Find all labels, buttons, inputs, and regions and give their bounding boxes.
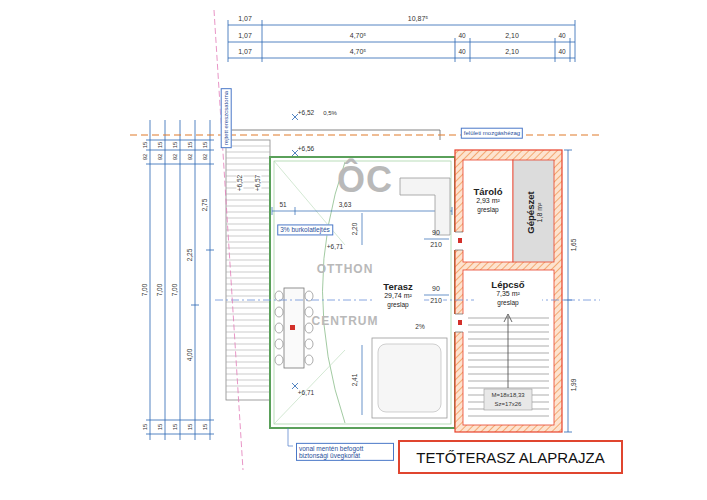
dimension-label: +6,56 [298, 145, 314, 152]
room-detail: 7,35 m² [474, 290, 542, 298]
dimension-label: 1,65 [570, 239, 577, 252]
note-label: felületi mozgáshézag [461, 128, 523, 139]
dimension-label: 92 [202, 154, 209, 161]
dimension-label: 15 [142, 424, 149, 431]
dimension-label: 210 [430, 241, 442, 249]
dimension-label: 2,20 [351, 223, 358, 236]
dimension-label: 15 [157, 424, 164, 431]
dimension-label: +6,71 [298, 389, 314, 396]
dimension-label: 1,07 [238, 15, 252, 23]
room-name: Terasz [372, 281, 424, 292]
room-name: Gépészet [524, 162, 535, 262]
dimension-label: 15 [187, 424, 194, 431]
dimension-label: 15 [202, 424, 209, 431]
dimension-label: 2,41 [351, 374, 358, 387]
dimension-label: 3,63 [339, 201, 352, 208]
room-detail: greslap [474, 299, 542, 307]
room-label-rotated: Gépészet1,8 m² [513, 162, 554, 262]
room-label: Terasz29,74 m²greslap [372, 280, 424, 310]
room-detail: greslap [372, 301, 424, 309]
plan-title: TETŐTERASZ ALAPRAJZA [398, 440, 623, 474]
note-label: 3% burkolatlejtés [277, 224, 333, 235]
dimension-label: 15 [172, 424, 179, 431]
dimension-label: 92 [142, 154, 149, 161]
dimension-label: 4,00 [186, 349, 193, 362]
dimension-label: 51 [279, 201, 286, 208]
dimension-label: 2,10 [505, 32, 519, 40]
room-name: Lépcső [474, 279, 542, 290]
dimension-label: 40 [558, 48, 565, 55]
room-label: Gépészet1,8 m² [513, 162, 554, 262]
dimension-label: 1,99 [570, 379, 577, 392]
dimension-label: 7,00 [141, 284, 148, 297]
dimension-label: 40 [458, 32, 465, 39]
dimension-label: 7,00 [156, 284, 163, 297]
note-label: vonal mentén befogott biztonsági üvegkor… [296, 443, 394, 461]
dimension-label: 0,5% [323, 110, 337, 117]
dimension-label: 92 [172, 154, 179, 161]
dimension-label: Sz=17x26 [493, 401, 524, 408]
room-name: Tároló [463, 186, 513, 197]
watermark-text: OTTHON [317, 263, 374, 276]
room-detail: greslap [463, 206, 513, 214]
dimension-label: 90 [432, 285, 440, 293]
dimension-label: 2% [415, 323, 424, 330]
note-label: rejtett ereszcsatorna [221, 88, 232, 148]
room-detail: 1,8 m² [535, 162, 543, 262]
room-label: Tároló2,93 m²greslap [463, 186, 513, 214]
dimension-label: 40 [458, 48, 465, 55]
dimension-label: 90 [432, 229, 440, 237]
dimension-label: M=18x18,33 [489, 392, 526, 399]
dimension-label: 15 [202, 142, 209, 149]
dimension-label: 40 [558, 32, 565, 39]
watermark-text: CENTRUM [312, 315, 379, 328]
dimension-label: +6,57 [254, 174, 261, 192]
dimension-label: +6,52 [298, 109, 314, 116]
dimension-label: 2,25 [186, 249, 193, 262]
dimension-label: 15 [142, 142, 149, 149]
dimension-label: 10,87⁵ [408, 15, 428, 23]
dimension-label: 2,10 [505, 48, 519, 56]
dimension-label: 210 [429, 297, 443, 305]
dimension-label: 7,00 [171, 284, 178, 297]
room-detail: 2,93 m² [463, 197, 513, 205]
watermark-text: ÔC [337, 160, 393, 200]
room-detail: 29,74 m² [372, 292, 424, 300]
room-label: Lépcső7,35 m²greslap [474, 278, 542, 308]
dimension-label: 1,07 [238, 48, 252, 56]
dimension-label: 15 [172, 142, 179, 149]
dimension-label: +6,71 [327, 243, 343, 250]
dimension-label: 15 [157, 142, 164, 149]
dimension-label: 1,07 [238, 32, 252, 40]
dimension-label: +6,52 [236, 174, 243, 192]
dimension-label: 4,70⁵ [350, 32, 367, 40]
dimension-label: 15 [187, 142, 194, 149]
dimension-label: 4,70⁵ [350, 48, 367, 56]
dimension-label: 92 [187, 154, 194, 161]
dimension-label: 92 [157, 154, 164, 161]
dimension-label: 2,75 [201, 199, 208, 212]
